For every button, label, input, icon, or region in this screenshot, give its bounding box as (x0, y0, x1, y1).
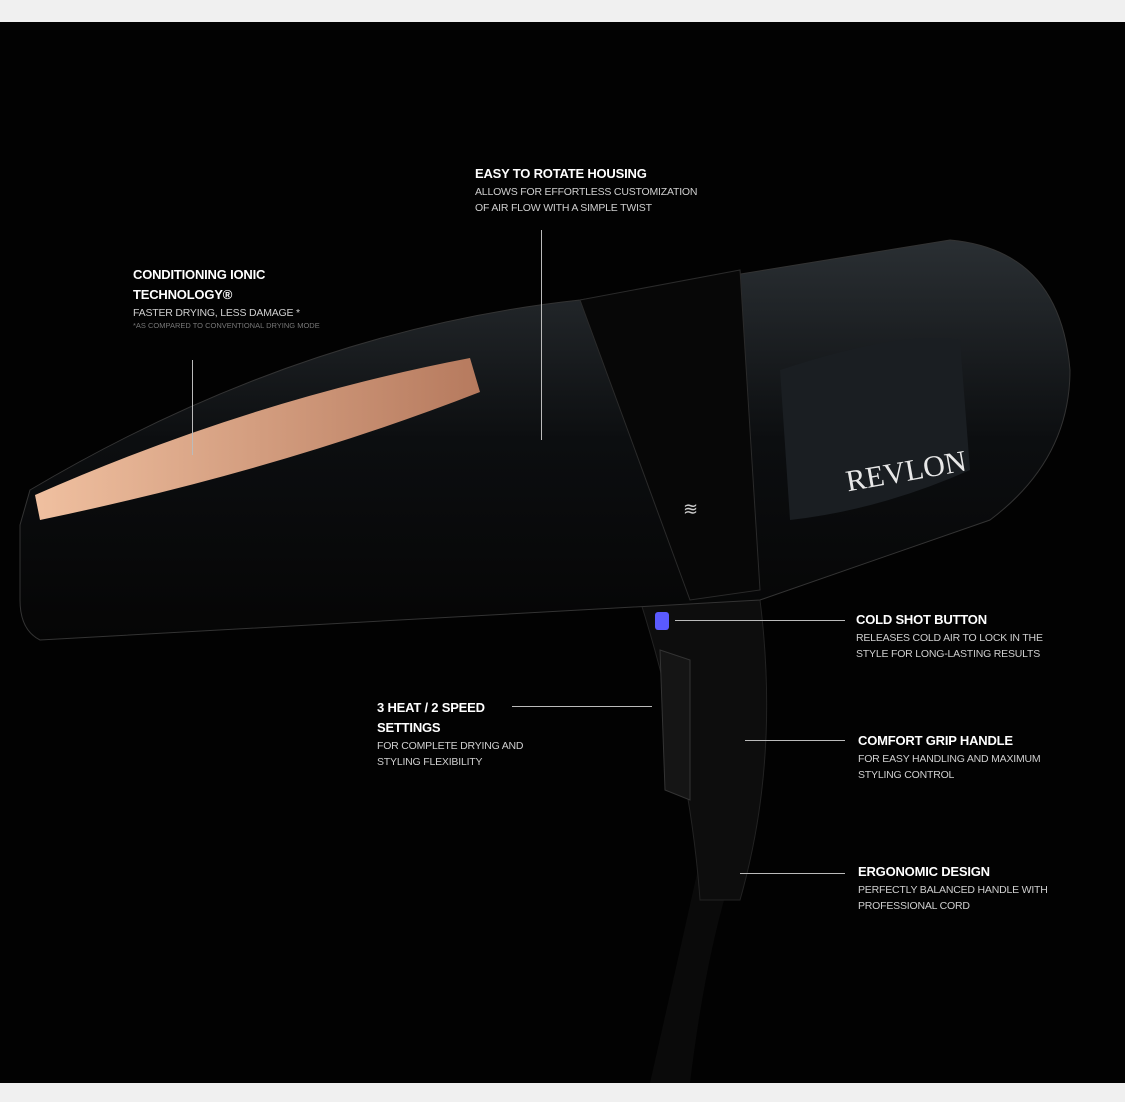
airflow-icon: ≋ (683, 499, 698, 519)
callout-title: COMFORT GRIP HANDLE (858, 733, 1013, 748)
callout-grip: COMFORT GRIP HANDLE FOR EASY HANDLING AN… (858, 731, 1041, 783)
callout-desc: FASTER DRYING, LESS DAMAGE * (133, 307, 300, 319)
callout-title: TECHNOLOGY® (133, 287, 233, 302)
callout-title: EASY TO ROTATE HOUSING (475, 166, 647, 181)
callout-rotate-housing: EASY TO ROTATE HOUSING ALLOWS FOR EFFORT… (475, 164, 697, 216)
cold-shot-button (655, 612, 669, 630)
callout-desc: STYLE FOR LONG-LASTING RESULTS (856, 648, 1041, 660)
callout-desc: ALLOWS FOR EFFORTLESS CUSTOMIZATION (475, 186, 698, 198)
callout-ergonomic: ERGONOMIC DESIGN PERFECTLY BALANCED HAND… (858, 862, 1048, 914)
callout-desc: PERFECTLY BALANCED HANDLE WITH (858, 884, 1048, 896)
leader-line (740, 873, 845, 874)
rotate-housing-ring (579, 269, 761, 601)
callout-ionic: CONDITIONING IONIC TECHNOLOGY® FASTER DR… (133, 265, 320, 331)
callout-desc: STYLING CONTROL (858, 769, 955, 781)
callout-cold-shot: COLD SHOT BUTTON RELEASES COLD AIR TO LO… (856, 610, 1043, 662)
callout-title: CONDITIONING IONIC (133, 267, 266, 282)
callout-heat-speed: 3 HEAT / 2 SPEED SETTINGS FOR COMPLETE D… (377, 698, 524, 770)
leader-line (745, 740, 845, 741)
leader-line (192, 360, 193, 455)
callout-desc: STYLING FLEXIBILITY (377, 756, 483, 768)
leader-line (675, 620, 845, 621)
callout-title: COLD SHOT BUTTON (856, 612, 987, 627)
callout-desc: FOR EASY HANDLING AND MAXIMUM (858, 753, 1041, 765)
leader-line (541, 230, 542, 440)
callout-desc: PROFESSIONAL CORD (858, 900, 970, 912)
settings-switch (659, 649, 691, 801)
callout-desc: FOR COMPLETE DRYING AND (377, 740, 524, 752)
callout-footnote: *AS COMPARED TO CONVENTIONAL DRYING MODE (133, 321, 320, 330)
leader-line (512, 706, 652, 707)
callout-title: ERGONOMIC DESIGN (858, 864, 990, 879)
power-cord (650, 860, 730, 1083)
handle (639, 599, 768, 901)
callout-title: SETTINGS (377, 720, 441, 735)
callout-title: 3 HEAT / 2 SPEED (377, 700, 485, 715)
callout-desc: OF AIR FLOW WITH A SIMPLE TWIST (475, 202, 652, 214)
callout-desc: RELEASES COLD AIR TO LOCK IN THE (856, 632, 1043, 644)
ionic-copper-strip (35, 358, 480, 520)
